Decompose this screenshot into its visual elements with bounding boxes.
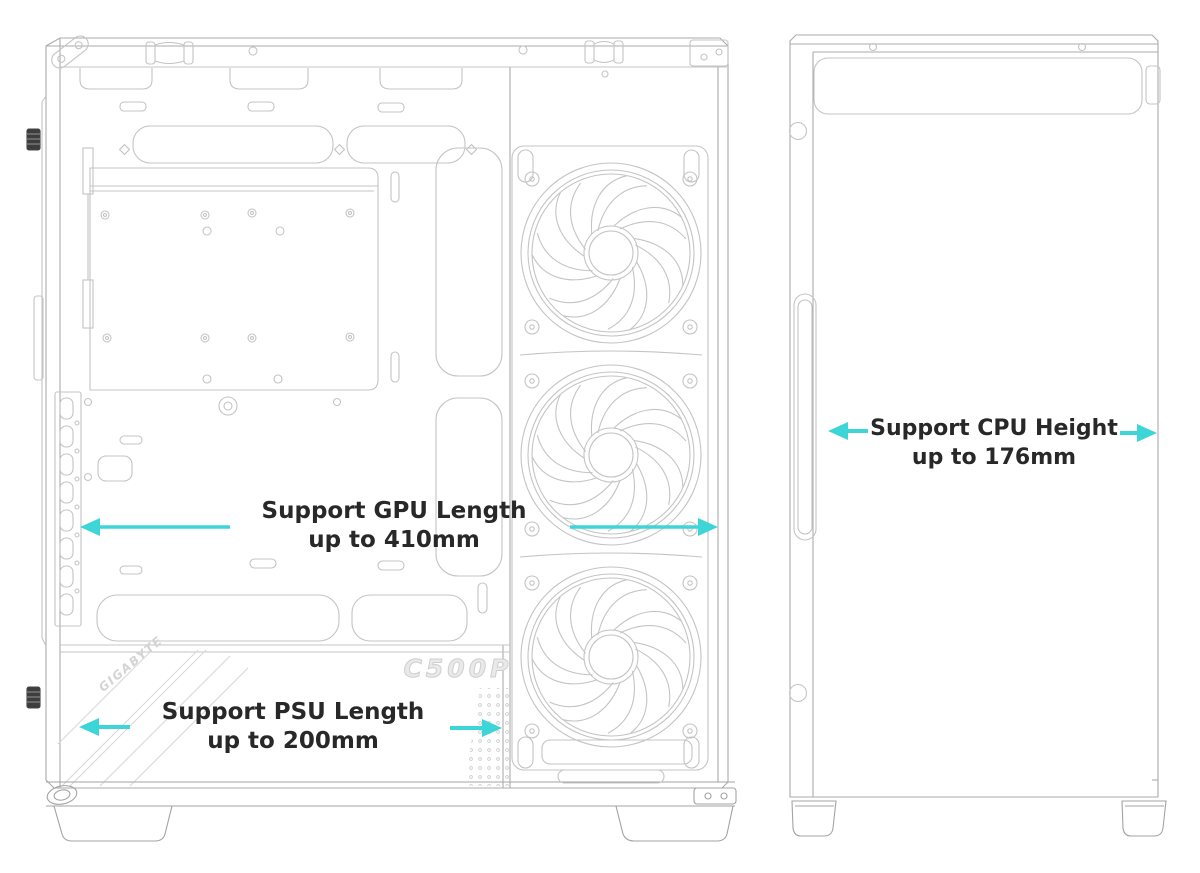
top-handle-icon	[51, 35, 89, 69]
fan-bottom-icon	[520, 566, 702, 748]
gpu-clearance-line1: Support GPU Length	[261, 498, 527, 524]
side-interior-view	[26, 35, 737, 842]
side-foot-left	[53, 805, 173, 842]
psu-clearance-label: Support PSU Length up to 200mm	[143, 698, 443, 756]
cpu-arrow-left-icon	[828, 422, 868, 440]
top-rail	[51, 35, 729, 113]
motherboard-tray	[82, 147, 379, 416]
front-foot-left	[791, 800, 837, 837]
dimension-arrows	[79, 422, 1157, 737]
cpu-clearance-label: Support CPU Height up to 176mm	[844, 414, 1144, 472]
psu-arrow-right-icon	[450, 719, 502, 737]
side-cable-cutouts	[390, 147, 503, 614]
standoff-holes	[100, 208, 355, 384]
psu-clearance-line1: Support PSU Length	[161, 699, 425, 725]
thumbscrew-bottom-icon	[26, 686, 41, 709]
top-clip-left-icon	[145, 41, 194, 65]
pci-slot-column	[54, 391, 82, 627]
vent-dots	[464, 688, 510, 786]
lower-tray-details	[83, 435, 468, 642]
gpu-clearance-line2: up to 410mm	[308, 527, 480, 553]
fan-top-icon	[520, 162, 702, 344]
front-fan-bracket	[511, 145, 709, 784]
top-cable-cutouts	[118, 125, 478, 164]
psu-clearance-line2: up to 200mm	[207, 728, 379, 754]
front-profile-view	[788, 34, 1167, 837]
front-panel-details	[788, 121, 817, 703]
psu-arrow-left-icon	[79, 718, 130, 736]
gpu-arrow-left-icon	[80, 518, 230, 536]
side-bottom-rail	[46, 781, 737, 842]
side-case-outline	[45, 37, 729, 789]
rear-panel-edge	[26, 95, 47, 709]
front-foot-right	[1121, 800, 1167, 837]
front-case-outline	[789, 34, 1159, 798]
thumbscrew-top-icon	[26, 128, 41, 151]
gpu-clearance-label: Support GPU Length up to 410mm	[244, 497, 544, 555]
side-foot-right	[615, 805, 734, 842]
cpu-clearance-line1: Support CPU Height	[870, 416, 1118, 441]
top-clip-right-icon	[584, 40, 624, 64]
front-top-vent	[813, 42, 1161, 115]
cpu-clearance-line2: up to 176mm	[911, 445, 1077, 470]
front-feet	[791, 800, 1167, 837]
gpu-arrow-right-icon	[570, 518, 718, 536]
psu-shroud	[57, 644, 510, 787]
cpu-arrow-right-icon	[1120, 424, 1157, 442]
shroud-stripes	[57, 649, 249, 787]
fan-middle-icon	[520, 364, 702, 546]
model-logo: C500P	[403, 654, 513, 684]
